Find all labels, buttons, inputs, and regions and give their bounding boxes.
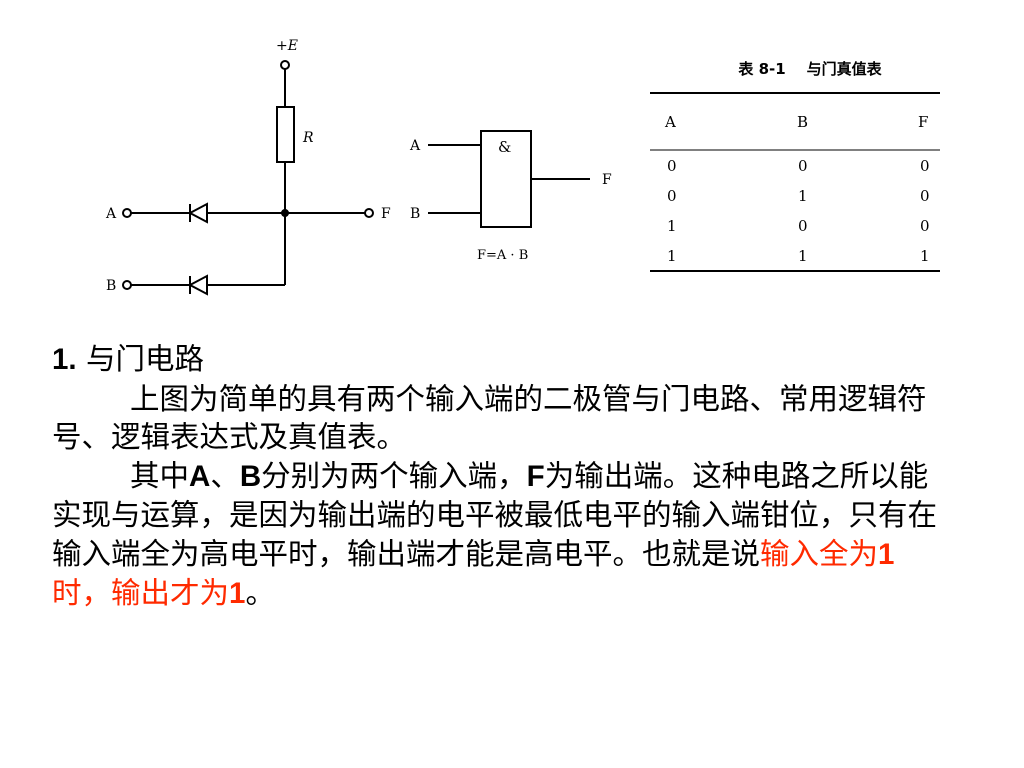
truth-table-cell: 0 [920,217,930,235]
paragraph-2: 其中A、B分别为两个输入端，F为输出端。这种电路之所以能实现与运算，是因为输出端… [52,457,942,614]
truth-table-cell: 1 [920,247,930,265]
output-terminal [364,208,374,218]
resistor [276,106,295,163]
output-label: F [381,206,391,222]
truth-table-title: 表 8-1 与门真值表 [738,60,882,78]
truth-table-cell: 0 [667,187,677,205]
truth-table-cell: 1 [798,247,808,265]
diagram-area: +E R A B F & A B F F=A · B [105,38,940,296]
truth-table-cell: 0 [798,157,808,175]
gate-input-a-label: A [409,138,421,154]
truth-table-cell: 1 [798,187,808,205]
paragraph-1: 上图为简单的具有两个输入端的二极管与门电路、常用逻辑符号、逻辑表达式及真值表。 [52,381,927,455]
truth-table-header-b: B [797,113,809,131]
gate-input-b-label: B [410,206,420,222]
truth-table-cell: 1 [667,247,677,265]
truth-table-header-a: A [665,113,676,131]
gate-expression: F=A · B [477,248,528,263]
highlight-number: 1 [229,577,246,610]
input-a-label: A [105,206,117,222]
heading-title: 与门电路 [76,342,204,376]
body-text: 1. 与门电路 上图为简单的具有两个输入端的二极管与门电路、常用逻辑符号、逻辑表… [52,340,942,614]
diode-and-circuit [122,60,374,296]
text-run: 。 [245,576,275,610]
input-b-ref: B [239,459,262,493]
heading-number: 1. [52,343,77,376]
gate-output-label: F [602,172,612,188]
input-b-label: B [106,278,116,294]
truth-table-cell: 0 [798,217,808,235]
text-run: 、 [210,458,240,493]
highlight-text: 输入全为 [760,536,879,571]
truth-table-rules [650,92,940,272]
text-run: 为输出端。这种电路之所以能实现与运算，是因为输出端的电平被最低电平的输入端钳位，… [52,458,938,571]
output-ref: F [526,459,545,493]
diode-b [187,274,208,296]
truth-table-cell: 1 [667,217,677,235]
truth-table-cell: 0 [920,187,930,205]
highlight-number: 1 [878,537,895,571]
text-run: 其中 [130,458,190,493]
diode-a [187,202,208,224]
truth-table-cell: 0 [920,157,930,175]
supply-label: +E [276,38,298,54]
truth-table-header-f: F [918,113,929,131]
supply-terminal [280,60,290,70]
highlight-text: 时，输出才为 [52,576,230,610]
gate-symbol-label: & [498,138,511,156]
text-run: 分别为两个输入端， [261,458,527,493]
input-a-terminal [122,208,132,218]
truth-table-cell: 0 [667,157,677,175]
resistor-label: R [302,130,314,146]
and-gate-symbol [428,130,590,228]
input-a-ref: A [189,459,211,493]
section-heading: 1. 与门电路 [52,340,942,380]
input-b-terminal [122,280,132,290]
